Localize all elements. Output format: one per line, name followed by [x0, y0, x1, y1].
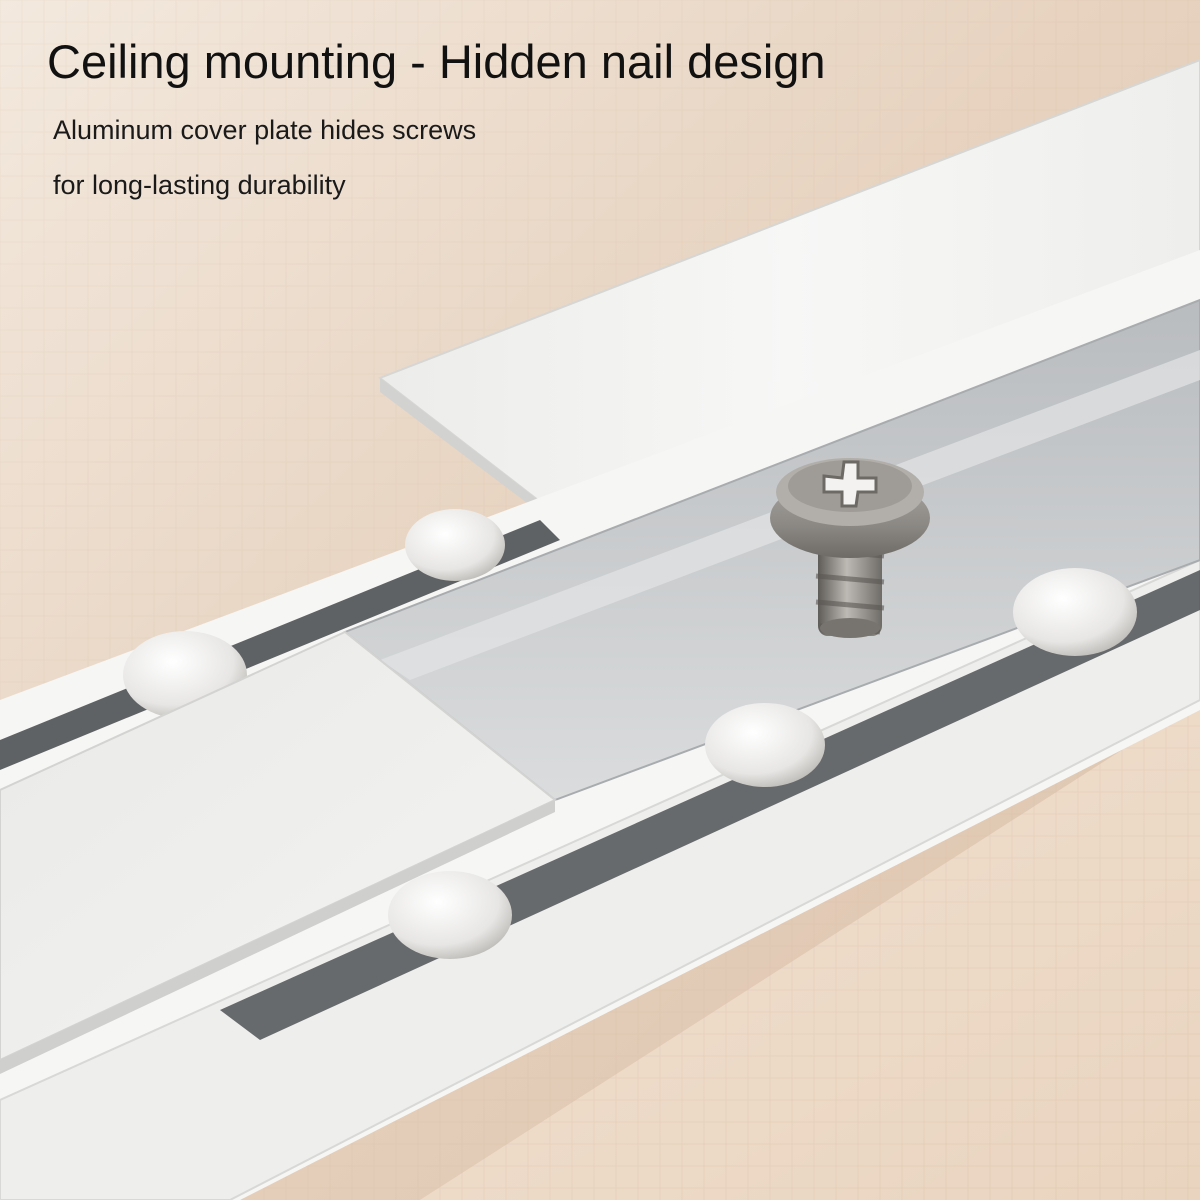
screw: [770, 458, 930, 638]
headline: Ceiling mounting - Hidden nail design: [47, 35, 826, 88]
description-line-2: for long-lasting durability: [53, 170, 346, 200]
description-line-1: Aluminum cover plate hides screws: [53, 115, 477, 145]
